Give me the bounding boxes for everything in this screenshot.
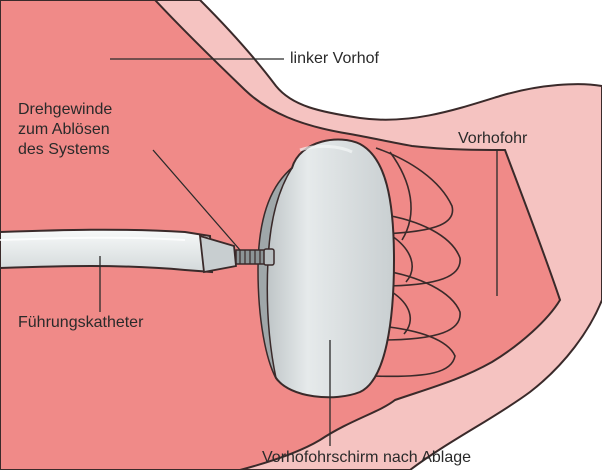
label-left-atrium: linker Vorhof [290, 49, 379, 69]
label-release-thread-line2: zum Ablösen [18, 120, 178, 140]
label-occluder-after-deployment: Vorhofohrschirm nach Ablage [262, 448, 471, 468]
label-atrial-appendage: Vorhofohr [458, 129, 527, 149]
label-release-thread: Drehgewinde zum Ablösen des Systems [18, 100, 178, 160]
label-release-thread-line3: des Systems [18, 140, 178, 160]
label-release-thread-line1: Drehgewinde [18, 100, 178, 120]
label-guiding-catheter: Führungskatheter [18, 313, 143, 333]
guiding-catheter [0, 230, 236, 272]
release-screw-thread [236, 249, 274, 265]
